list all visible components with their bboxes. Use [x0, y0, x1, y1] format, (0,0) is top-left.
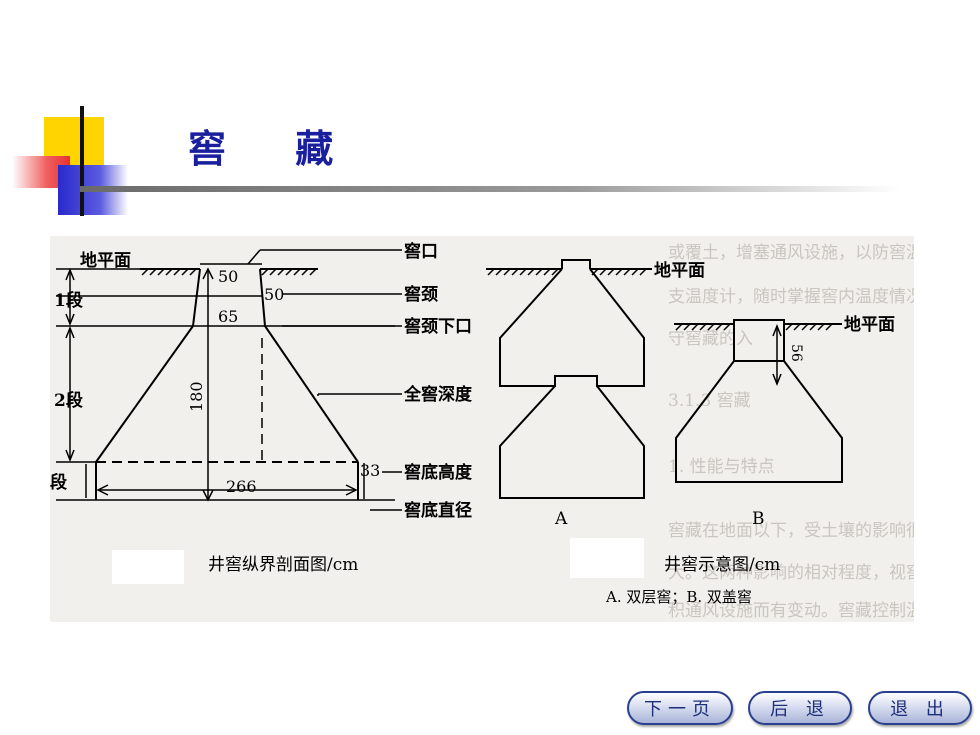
background-text: 或覆土，增塞通风设施，以防窖温过低。 在窖内的温度变化，可用竹筒插 支温度计，随…: [668, 243, 914, 621]
exit-button[interactable]: 退 出: [868, 691, 972, 725]
bg-line-6: 窖藏在地面以下，受土壤的影响很大，同时设有通风口，受气温的影响也: [668, 520, 914, 541]
label-ground-left: 地平面: [80, 250, 131, 271]
bg-line-3: 守窖藏的入: [668, 329, 753, 349]
dim-33: 33: [360, 461, 380, 480]
next-page-button[interactable]: 下一页: [627, 691, 733, 725]
label-seg2: 2段: [54, 390, 83, 411]
callout-bottom-height: 窖底高度: [404, 462, 473, 483]
bg-line-1: 或覆土，增塞通风设施，以防窖温过低。 在窖内的温度变化，可用竹筒插: [668, 243, 914, 263]
mask-left: [112, 550, 184, 584]
cellar-diagram: 或覆土，增塞通风设施，以防窖温过低。 在窖内的温度变化，可用竹筒插 支温度计，随…: [50, 241, 914, 621]
mask-right: [570, 538, 644, 578]
label-a: A: [554, 509, 568, 529]
right-caption: 井窖示意图/cm: [664, 555, 780, 575]
bg-line-5: 1. 性能与特点: [668, 457, 775, 477]
bg-line-4: 3.1.3 窖藏: [668, 391, 751, 411]
back-button[interactable]: 后 退: [748, 691, 852, 725]
bg-line-2: 支温度计，随时掌握窖内温度情况，最后在窖的上方 条排水沟，以: [668, 287, 914, 307]
left-caption: 井窖纵界剖面图/cm: [208, 555, 358, 575]
dim-266: 266: [226, 477, 257, 496]
left-dimensions: 50 50 65 180 266 33: [187, 267, 380, 496]
dim-50-neck: 50: [264, 285, 284, 304]
label-ground-a: 地平面: [654, 260, 705, 281]
callout-depth: 全窖深度: [403, 384, 473, 405]
dim-50-opening: 50: [218, 267, 238, 286]
label-ground-b: 地平面: [844, 314, 895, 335]
left-labels: 地平面 1段 2段 段: [50, 250, 131, 493]
dim-180: 180: [187, 381, 206, 412]
dim-65: 65: [218, 307, 238, 326]
label-seg3: 段: [50, 472, 67, 493]
title-rule: [80, 186, 900, 192]
left-callouts: 窖口 窖颈 窖颈下口 全窖深度 窖底高度 窖底直径: [403, 241, 473, 521]
page-title: 窖 藏: [188, 126, 362, 171]
dim-56: 56: [788, 344, 804, 362]
deco-vertical-bar: [80, 106, 84, 216]
label-seg1: 1段: [54, 290, 83, 311]
callout-neck: 窖颈: [404, 284, 438, 305]
bg-line-7: 大。这两种影响的相对程度，视窖的深度、地上部分的高度以及 口的面: [668, 563, 914, 583]
cellar-diagram-figure: 或覆土，增塞通风设施，以防窖温过低。 在窖内的温度变化，可用竹筒插 支温度计，随…: [50, 236, 914, 622]
right-note: A. 双层窖；B. 双盖窖: [605, 588, 752, 606]
right-section-a: [486, 259, 652, 499]
left-section: [56, 249, 402, 511]
bg-line-8: 积通风设施而有变动。窖藏控制温度主要是通过一方面利用土地的隔热保温作: [668, 601, 914, 621]
callout-neck-bottom: 窖颈下口: [404, 316, 472, 337]
right-section-b: [674, 319, 843, 483]
callout-bottom-diameter: 窖底直径: [404, 500, 472, 521]
label-b: B: [752, 509, 765, 529]
callout-opening: 窖口: [404, 241, 438, 262]
